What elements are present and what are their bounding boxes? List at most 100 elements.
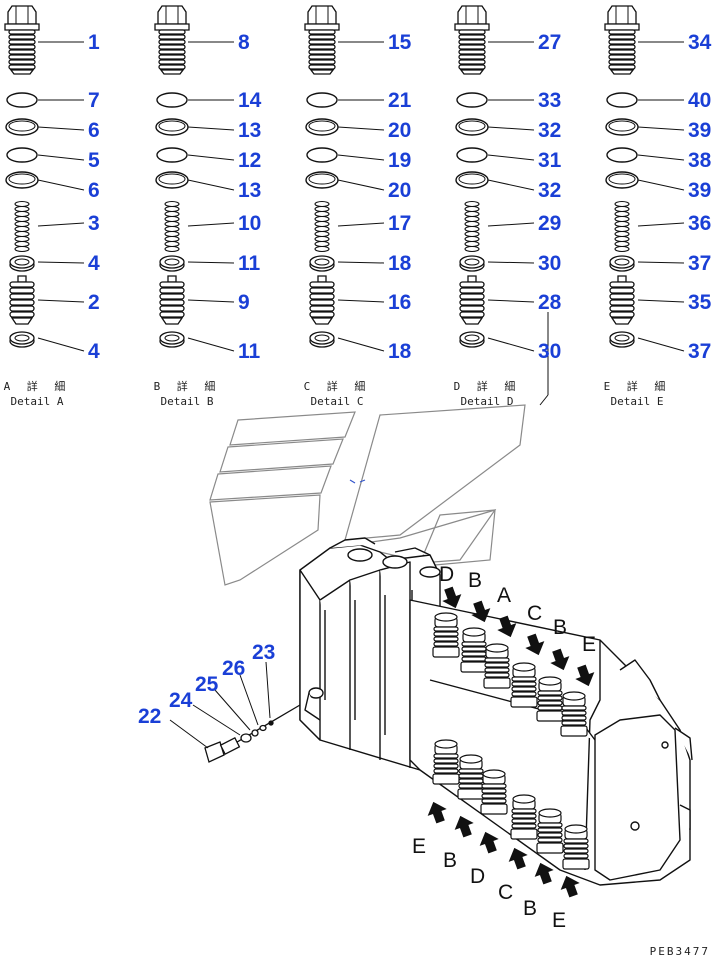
callout-30: 30 (538, 340, 562, 363)
callout-3: 3 (88, 212, 100, 235)
detail-caption-en: Detail E (610, 394, 664, 408)
bottom-letter-e2: E (552, 909, 567, 932)
callout-15: 15 (388, 31, 412, 54)
detail-c-part-3 (306, 147, 385, 163)
top-letter-d: D (439, 563, 455, 586)
callout-36: 36 (688, 212, 712, 235)
detail-e-part-3 (606, 147, 685, 163)
detail-d-part-3 (456, 147, 535, 163)
callout-39: 39 (688, 179, 712, 202)
detail-e-part-8 (609, 331, 685, 352)
detail-b-part-7 (159, 275, 235, 325)
top-letter-e: E (582, 633, 597, 656)
callout-39: 39 (688, 119, 712, 142)
top-arrow-2 (497, 615, 517, 638)
detail-c-part-5 (314, 200, 385, 253)
detail-caption-en: Detail A (10, 394, 64, 408)
callout-13: 13 (238, 119, 262, 142)
detail-c-part-2 (305, 118, 385, 136)
bottom-spool-3 (510, 794, 538, 840)
detail-c-part-7 (309, 275, 385, 325)
bottom-arrow-2 (479, 831, 499, 854)
relief-valve-parts (204, 704, 301, 763)
callout-32: 32 (538, 179, 562, 202)
detail-b-part-1 (156, 92, 234, 108)
detail-a-part-6 (9, 255, 85, 272)
detail-c-part-6 (309, 255, 385, 272)
top-arrow-4 (550, 648, 570, 671)
detail-a-part-4 (5, 171, 85, 191)
detail-caption-jp: D 詳 細 (453, 380, 521, 393)
detail-d-leader (539, 312, 549, 406)
top-spool-3 (510, 662, 538, 708)
bottom-letter-c: C (498, 881, 514, 904)
callout-4: 4 (88, 252, 100, 275)
detail-a-part-3 (6, 147, 85, 163)
detail-e-part-0 (604, 5, 684, 75)
detail-e-column (604, 5, 685, 352)
callout-24: 24 (169, 689, 193, 712)
top-letter-c: C (527, 602, 543, 625)
callout-11: 11 (238, 340, 261, 363)
detail-d-part-8 (459, 331, 535, 352)
callout-13: 13 (238, 179, 262, 202)
callout-7: 7 (88, 89, 100, 112)
bottom-spool-4 (536, 808, 564, 854)
callout-9: 9 (238, 291, 250, 314)
control-valve-assembly (299, 537, 693, 886)
bottom-letter-b: B (443, 849, 458, 872)
bottom-arrow-1 (454, 815, 474, 838)
callout-21: 21 (388, 89, 412, 112)
callout-6: 6 (88, 179, 100, 202)
detail-a-column (4, 5, 85, 352)
detail-d-part-1 (456, 92, 534, 108)
top-arrow-0 (442, 586, 462, 609)
top-letter-b: B (468, 569, 483, 592)
callout-11: 11 (238, 252, 261, 275)
detail-caption-jp: A 詳 細 (3, 380, 71, 393)
detail-caption-jp: E 詳 細 (603, 380, 671, 393)
detail-c-part-8 (309, 331, 385, 352)
detail-d-part-7 (459, 275, 535, 325)
detail-d-part-0 (454, 5, 534, 75)
bottom-letter-d: D (470, 865, 486, 888)
top-spool-4 (536, 676, 564, 722)
callout-35: 35 (688, 291, 712, 314)
bottom-spool-2 (480, 769, 508, 815)
detail-a-part-2 (5, 118, 85, 136)
top-letter-b2: B (553, 616, 568, 639)
bottom-spool-0 (432, 739, 460, 785)
detail-a-part-5 (14, 200, 85, 253)
bottom-letter-b2: B (523, 897, 538, 920)
callout-16: 16 (388, 291, 412, 314)
detail-e-part-5 (614, 200, 685, 253)
bottom-arrow-3 (508, 847, 528, 870)
bottom-arrow-5 (560, 875, 580, 898)
callout-29: 29 (538, 212, 562, 235)
detail-e-part-2 (605, 118, 685, 136)
detail-e-part-1 (606, 92, 684, 108)
detail-d-part-2 (455, 118, 535, 136)
callout-8: 8 (238, 31, 250, 54)
detail-e-part-7 (609, 275, 685, 325)
detail-a-part-1 (6, 92, 84, 108)
watermark-logo (209, 404, 526, 586)
top-letter-a: A (497, 584, 512, 607)
bottom-arrow-4 (534, 862, 554, 885)
bottom-letter-e: E (412, 835, 427, 858)
bottom-spool-5 (562, 824, 590, 870)
detail-d-part-6 (459, 255, 535, 272)
callout-40: 40 (688, 89, 712, 112)
detail-caption-jp: C 詳 細 (303, 380, 371, 393)
top-arrow-5 (575, 664, 595, 687)
callout-1: 1 (88, 31, 100, 54)
top-arrow-1 (471, 600, 491, 623)
callout-31: 31 (538, 149, 562, 172)
callout-37: 37 (688, 252, 712, 275)
callout-30: 30 (538, 252, 562, 275)
